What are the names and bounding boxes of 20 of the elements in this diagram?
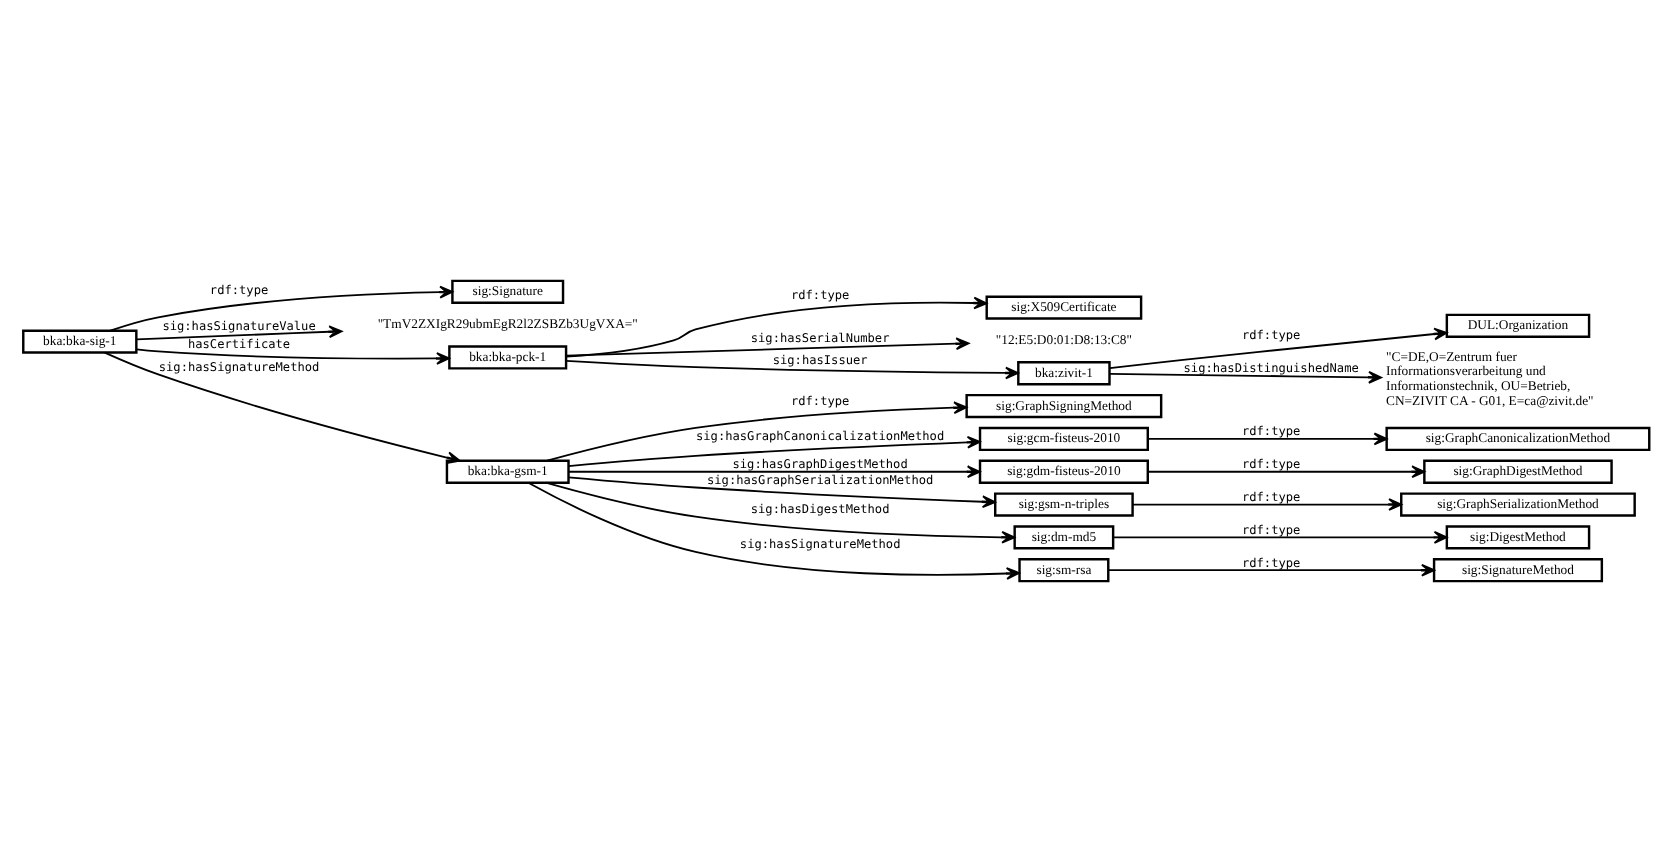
- arrow: [565, 359, 1019, 379]
- arrow: [544, 480, 1016, 543]
- arrow: [1147, 431, 1388, 445]
- arrow: [567, 464, 981, 478]
- arrow: [527, 480, 1020, 579]
- arrow: [565, 336, 970, 356]
- arrow: [103, 350, 461, 464]
- arrow: [1107, 562, 1435, 576]
- arrow: [109, 284, 454, 331]
- arrow: [1108, 369, 1382, 383]
- arrow: [1109, 326, 1448, 368]
- arrow: [567, 475, 996, 508]
- arrow: [135, 347, 451, 364]
- arrow: [1147, 464, 1426, 478]
- arrow: [135, 324, 343, 340]
- arrow: [1131, 497, 1403, 510]
- arrow: [565, 295, 988, 357]
- arrow: [546, 400, 968, 461]
- arrow: [567, 434, 981, 466]
- arrow: [1112, 530, 1448, 543]
